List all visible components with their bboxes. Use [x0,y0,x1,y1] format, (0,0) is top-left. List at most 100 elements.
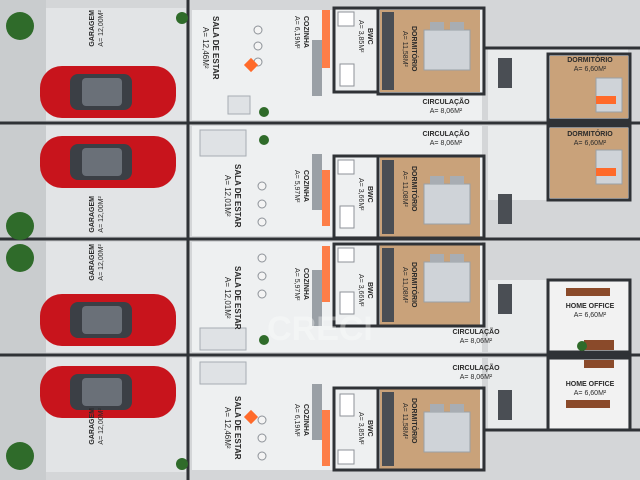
watermark: CRECI [267,310,373,348]
label-garagem-3: GARAGEM A= 12,00M² [88,408,106,445]
garagem-area-0: A= 12,00M² [98,10,105,47]
sala-name-3: SALA DE ESTAR [233,396,242,460]
garagem-area-2: A= 12,00M² [98,244,105,281]
label-circulacao-1: CIRCULAÇÃO A= 8,06M² [416,130,476,148]
sala-area-1: A= 12,01M² [223,174,232,217]
beds [423,29,623,453]
dormitorio-name-3: DORMITÓRIO [410,398,417,444]
label-bwc-1: BWC A= 3,66M² [356,178,374,211]
dormitorio-name-0: DORMITÓRIO [410,26,417,72]
label-dormitorio-1: DORMITÓRIO A= 11,08M² [400,166,418,212]
extra-floor-3 [550,360,628,428]
sala-name-0: SALA DE ESTAR [211,16,220,80]
circulacao-area-1: A= 8,06M² [429,140,463,147]
kitchen-counter-2 [322,246,330,302]
label-circulacao-2: CIRCULAÇÃO A= 8,06M² [446,328,506,346]
label-bwc-2: BWC A= 3,66M² [356,274,374,307]
label-garagem-2: GARAGEM A= 12,00M² [88,244,106,281]
dormitorio-area-3: A= 11,58M² [401,402,408,439]
sala-name-2: SALA DE ESTAR [233,266,242,330]
label-bwc-3: BWC A= 3,85M² [356,412,374,445]
dormitorio-area-0: A= 11,58M² [401,30,408,67]
bwc-name-0: BWC [366,27,373,45]
label-extra-2: HOME OFFICE A= 6,60M² [555,302,625,320]
kitchen-counter-1 [322,170,330,226]
label-dormitorio-3: DORMITÓRIO A= 11,58M² [400,398,418,444]
bwc-area-0: A= 3,85M² [357,20,364,53]
office-desks [566,288,614,408]
cozinha-area-3: A= 6,19M² [293,404,300,437]
garagem-name-0: GARAGEM [89,10,96,47]
circulacao-area-2: A= 8,06M² [459,338,493,345]
cozinha-name-1: COZINHA [302,170,309,203]
label-cozinha-2: COZINHA A= 5,97M² [292,268,310,301]
cozinha-name-0: COZINHA [302,16,309,49]
car-2 [40,294,176,346]
extra-name-1: DORMITÓRIO [567,131,613,138]
kitchen-cabinet-0 [312,40,322,96]
cars [40,66,176,418]
garagem-name-1: GARAGEM [89,196,96,233]
label-sala-2: SALA DE ESTAR A= 12,01M² [222,266,242,330]
chairs [253,25,267,461]
bwc-name-3: BWC [366,419,373,437]
label-extra-1: DORMITÓRIO A= 6,60M² [555,130,625,148]
dormitorio-area-2: A= 11,08M² [401,266,408,303]
label-sala-3: SALA DE ESTAR A= 12,46M² [222,396,242,460]
car-0 [40,66,176,118]
label-dormitorio-2: DORMITÓRIO A= 11,08M² [400,262,418,308]
kitchen-counter-3 [322,410,330,466]
label-extra-0: DORMITÓRIO A= 6,60M² [555,56,625,74]
extra-area-3: A= 6,60M² [573,390,607,397]
cozinha-name-3: COZINHA [302,404,309,437]
sala-name-1: SALA DE ESTAR [233,164,242,228]
dormitorio-area-1: A= 11,08M² [401,170,408,207]
circulacao-name-3: CIRCULAÇÃO [452,365,500,372]
bathroom-fixtures [337,11,355,465]
label-garagem-0: GARAGEM A= 12,00M² [88,10,106,47]
dormitorio-name-2: DORMITÓRIO [410,262,417,308]
extra-name-0: DORMITÓRIO [567,57,613,64]
label-cozinha-1: COZINHA A= 5,97M² [292,170,310,203]
garagem-name-2: GARAGEM [89,244,96,281]
bwc-area-3: A= 3,85M² [357,412,364,445]
sala-area-2: A= 12,01M² [223,276,232,319]
label-bwc-0: BWC A= 3,85M² [356,20,374,53]
kitchen-cabinet-1 [312,154,322,210]
cozinha-area-2: A= 5,97M² [293,268,300,301]
car-1 [40,136,176,188]
bwc-area-1: A= 3,66M² [357,178,364,211]
garagem-area-1: A= 12,00M² [98,196,105,233]
extra-name-3: HOME OFFICE [565,381,615,388]
circulacao-area-0: A= 8,06M² [429,108,463,115]
extra-area-0: A= 6,60M² [573,66,607,73]
label-circulacao-0: CIRCULAÇÃO A= 8,06M² [416,98,476,116]
label-dormitorio-0: DORMITÓRIO A= 11,58M² [400,26,418,72]
kitchen-cabinet-3 [312,384,322,440]
circulacao-name-1: CIRCULAÇÃO [422,131,470,138]
circulacao-name-2: CIRCULAÇÃO [452,329,500,336]
label-sala-1: SALA DE ESTAR A= 12,01M² [222,164,242,228]
label-sala-0: SALA DE ESTAR A= 12,46M² [200,16,220,80]
circulacao-name-0: CIRCULAÇÃO [422,99,470,106]
dormitorio-name-1: DORMITÓRIO [410,166,417,212]
garagem-name-3: GARAGEM [89,408,96,445]
circulacao-area-3: A= 8,06M² [459,374,493,381]
sala-area-0: A= 12,46M² [201,26,210,69]
kitchen-cabinet-2 [312,270,322,326]
extra-name-2: HOME OFFICE [565,303,615,310]
kitchen-counter-0 [322,10,330,68]
extra-area-1: A= 6,60M² [573,140,607,147]
label-circulacao-3: CIRCULAÇÃO A= 8,06M² [446,364,506,382]
plants [6,12,587,470]
bwc-area-2: A= 3,66M² [357,274,364,307]
sofas [199,95,251,385]
cozinha-area-1: A= 5,97M² [293,170,300,203]
pillows [430,22,464,412]
label-cozinha-3: COZINHA A= 6,19M² [292,404,310,437]
cozinha-area-0: A= 6,19M² [293,16,300,49]
label-garagem-1: GARAGEM A= 12,00M² [88,196,106,233]
